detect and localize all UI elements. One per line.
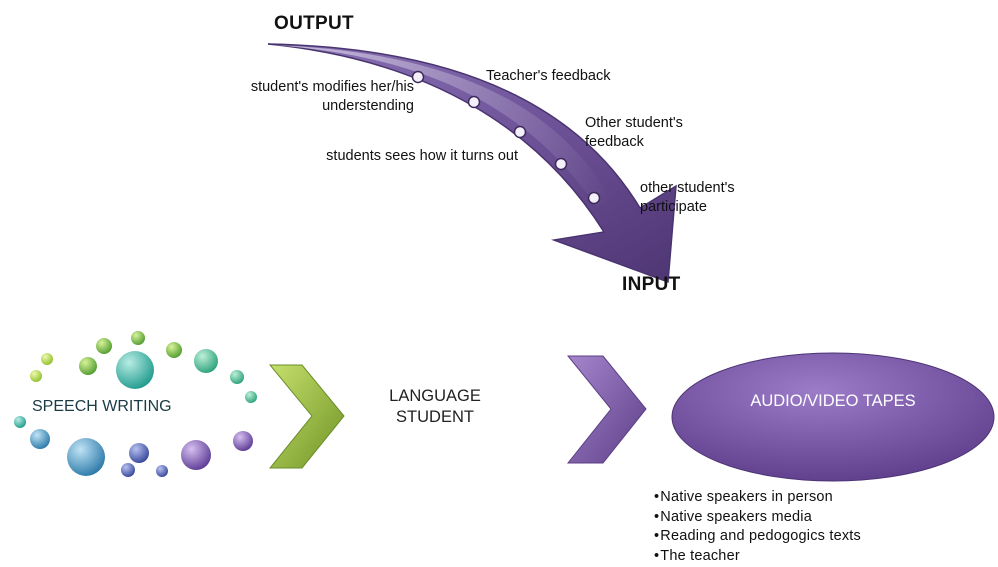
speech-writing-bubble-ring bbox=[14, 331, 257, 477]
bubble bbox=[67, 438, 105, 476]
speech-writing-label: SPEECH WRITING bbox=[32, 398, 172, 415]
note-teacher-feedback: Teacher's feedback bbox=[486, 68, 611, 84]
note-other-student-participate: other student's participate bbox=[640, 180, 735, 215]
bubble bbox=[194, 349, 218, 373]
list-item: The teacher bbox=[654, 547, 861, 567]
green-chevron bbox=[268, 364, 345, 469]
arrow-node-4 bbox=[554, 157, 568, 171]
output-label: OUTPUT bbox=[274, 13, 354, 34]
bubble bbox=[166, 342, 182, 358]
audio-video-label: AUDIO/VIDEO TAPES bbox=[750, 392, 916, 410]
bubble bbox=[30, 370, 42, 382]
arrow-node-1 bbox=[411, 70, 425, 84]
bubble bbox=[79, 357, 97, 375]
bubble bbox=[156, 465, 168, 477]
output-input-arrow bbox=[267, 43, 677, 284]
arrow-node-5 bbox=[587, 191, 601, 205]
audio-video-ellipse bbox=[671, 352, 995, 482]
list-item: Reading and pedogogics texts bbox=[654, 527, 861, 547]
bubble bbox=[30, 429, 50, 449]
list-item: Native speakers media bbox=[654, 508, 861, 528]
list-item: Native speakers in person bbox=[654, 488, 861, 508]
arrow-node-2 bbox=[467, 95, 481, 109]
bubble bbox=[116, 351, 154, 389]
bubble bbox=[131, 331, 145, 345]
note-modifies-understanding: student's modifies her/his understending bbox=[250, 79, 414, 114]
bubble bbox=[233, 431, 253, 451]
note-sees-how-it-turns-out: students sees how it turns out bbox=[326, 148, 518, 164]
bubble bbox=[96, 338, 112, 354]
bubble bbox=[14, 416, 26, 428]
bubble bbox=[121, 463, 135, 477]
bubble bbox=[245, 391, 257, 403]
language-student-label: LANGUAGE STUDENT bbox=[389, 387, 481, 426]
note-other-student-feedback: Other student's feedback bbox=[585, 115, 683, 150]
bubble bbox=[41, 353, 53, 365]
arrow-node-3 bbox=[513, 125, 527, 139]
bubble bbox=[230, 370, 244, 384]
bubble bbox=[181, 440, 211, 470]
purple-chevron bbox=[566, 355, 647, 464]
sources-list: Native speakers in person Native speaker… bbox=[654, 488, 861, 566]
bubble bbox=[129, 443, 149, 463]
input-label: INPUT bbox=[622, 274, 681, 295]
